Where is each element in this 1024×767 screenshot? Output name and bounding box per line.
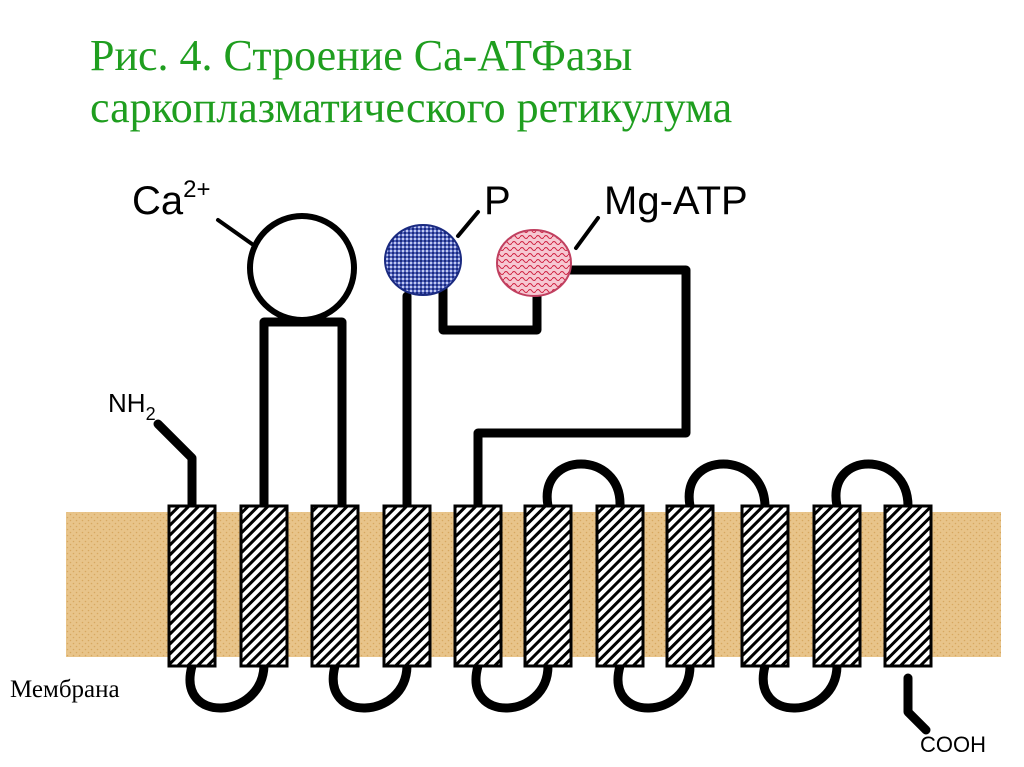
atp-domain-loop [473,265,691,511]
ca-label-base: Ca [132,179,184,223]
transmembrane-helix-9 [740,504,790,668]
ca-pointer-line [216,218,254,246]
title-line-2: саркоплазматического ретикулума [90,83,733,132]
mg-atp-label: Mg-ATP [604,179,748,223]
transmembrane-helix-7 [595,504,645,668]
ca-label-superscript: 2+ [183,176,210,203]
upper-loop-6-7 [542,459,625,511]
transmembrane-helix-2 [239,504,289,668]
transmembrane-helix-4 [382,504,432,668]
membrane-label: Мембрана [10,676,120,703]
protein-backbone [153,210,931,735]
p-domain [384,224,462,296]
upper-loop-8-9 [684,459,770,511]
nh2-label-base: NH [108,388,146,418]
figure-title: Рис. 4. Строение Са-АТФазы саркоплазмати… [90,30,990,134]
ca-label: Ca2+ [132,176,211,223]
transmembrane-helix-3 [310,504,360,668]
lower-loop-3-4 [328,661,412,713]
ca-binding-domain [247,213,357,323]
transmembrane-helices [167,504,933,668]
lower-loop-9-10 [758,661,842,713]
p-pointer-line [456,210,480,238]
atp-pointer-line [574,216,600,250]
transmembrane-helix-6 [523,504,573,668]
c-terminus-tail [903,673,931,735]
ca-domain-stalk [259,317,347,511]
lower-loop-5-6 [471,661,553,713]
p-atp-connector [438,280,542,335]
transmembrane-helix-10 [812,504,862,668]
mg-atp-domain [496,229,572,297]
lower-loop-7-8 [613,661,695,713]
p-label: P [484,179,511,223]
transmembrane-helix-1 [167,504,217,668]
transmembrane-helix-5 [453,504,503,668]
upper-loop-10-11 [831,459,913,511]
n-terminus-tail [153,419,197,511]
cooh-label: COOH [920,732,986,757]
title-line-1: Рис. 4. Строение Са-АТФазы [90,31,633,80]
transmembrane-helix-11 [883,504,933,668]
lower-loop-1-2 [185,661,269,713]
nh2-label-subscript: 2 [146,404,156,424]
nh2-label: NH2 [108,388,156,424]
transmembrane-helix-8 [665,504,715,668]
